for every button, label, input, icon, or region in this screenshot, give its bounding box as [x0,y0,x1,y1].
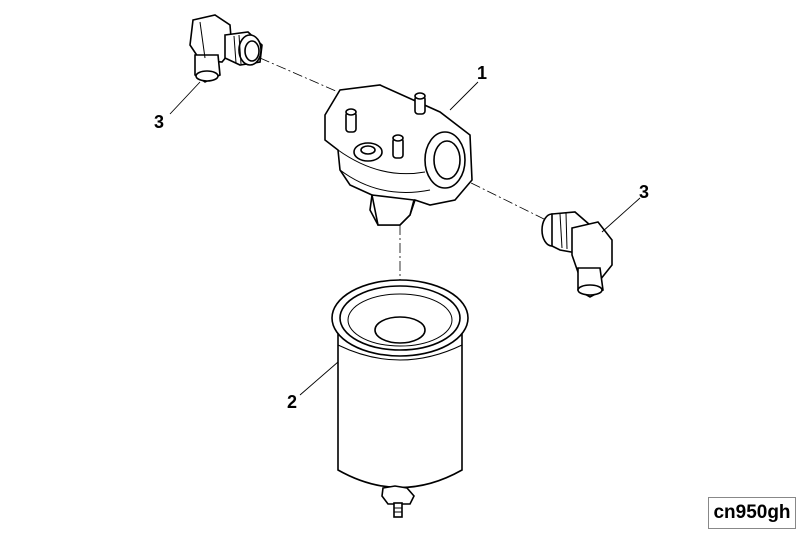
filter-head [324,84,473,226]
callout-2-filter-element: 2 [287,392,298,412]
callout-1-filter-head: 1 [477,63,488,83]
leader-lines [169,81,641,396]
elbow-fitting-left [189,14,263,83]
filter-element [331,279,469,518]
callout-3-elbow-right: 3 [639,182,650,202]
center-lines [259,57,551,330]
elbow-fitting-right [541,211,613,298]
reference-code-label: cn950gh [708,497,796,529]
callout-3-elbow-left: 3 [154,112,165,132]
